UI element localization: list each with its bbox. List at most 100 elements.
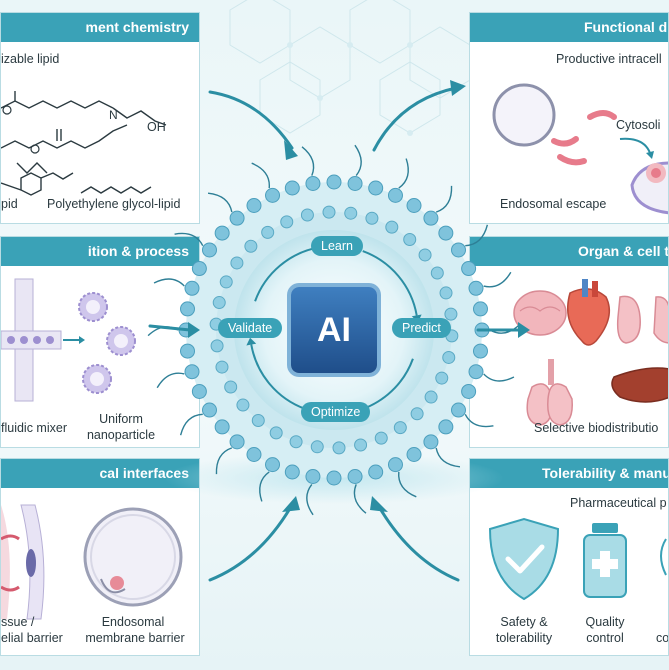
peg-tail xyxy=(179,413,203,436)
lipid-head-outer xyxy=(368,464,384,480)
lung-icon xyxy=(616,295,641,344)
arrow-to-functional-delivery xyxy=(372,86,458,152)
peg-tail xyxy=(251,162,270,189)
quality-label-line1: Quality xyxy=(585,615,625,629)
lipid-head-outer xyxy=(438,225,454,241)
lipid-head-outer xyxy=(423,210,439,226)
lipid-head-inner xyxy=(269,426,283,440)
lipid-head-inner xyxy=(444,307,458,321)
lipid-head-outer xyxy=(387,187,403,203)
cycle-validate: Validate xyxy=(218,318,283,338)
brain-icon xyxy=(513,290,567,336)
lipid-structures-diagram xyxy=(1,91,167,196)
lipid-head-outer xyxy=(184,364,200,380)
peg-tail xyxy=(464,414,494,428)
cycle-optimize: Optimize xyxy=(301,402,371,422)
lipid-head-outer xyxy=(368,180,384,196)
selective-biodistribution-label: Selective biodistributio xyxy=(534,421,659,435)
lipid-head-inner xyxy=(385,220,399,234)
lipid-head-inner xyxy=(439,286,453,300)
lipid-head-outer xyxy=(180,343,196,359)
microfluidic-mixer-diagram xyxy=(1,278,136,402)
nanoparticle-label-line2: nanoparticle xyxy=(86,428,156,442)
arrow-from-lipid-chemistry xyxy=(208,90,294,150)
peg-tail xyxy=(174,232,204,246)
lipid-head-outer xyxy=(265,457,281,473)
lipid-head-inner xyxy=(310,440,324,454)
panel-lipid-chemistry: ment chemistry izable lipid N OH pid Pol… xyxy=(0,12,200,224)
lipid-head-outer xyxy=(347,176,363,192)
cholesterol-lipid-label: pid xyxy=(1,197,18,211)
lipid-head-inner xyxy=(418,248,432,262)
endosomal-escape-diagram xyxy=(492,83,668,215)
peg-tail xyxy=(354,144,362,177)
endosomal-escape-label: Endosomal escape xyxy=(500,197,607,211)
panel-title: ition & process xyxy=(1,237,199,266)
mixer-label: fluidic mixer xyxy=(1,421,67,435)
ionizable-lipid-label: izable lipid xyxy=(1,52,60,66)
lipid-head-inner xyxy=(244,239,258,253)
lipid-head-inner xyxy=(410,407,424,421)
third-label: co xyxy=(656,631,669,645)
hydroxyl-group-label: OH xyxy=(147,120,166,134)
lipid-head-outer xyxy=(201,402,217,418)
lipid-head-outer xyxy=(468,364,484,380)
lipid-head-outer xyxy=(191,261,207,277)
quality-label-line2: control xyxy=(586,631,624,645)
vial-icon xyxy=(592,523,618,533)
lipid-head-inner xyxy=(289,435,303,449)
panel-title: ment chemistry xyxy=(1,13,199,42)
lipid-head-inner xyxy=(219,275,233,289)
lipid-head-outer xyxy=(423,434,439,450)
lipid-head-outer xyxy=(214,225,230,241)
shield-icon xyxy=(488,517,560,601)
lipid-head-outer xyxy=(184,280,200,296)
panel-functional-delivery: Functional d Productive intracell Cytoso… xyxy=(469,12,669,224)
peg-tail xyxy=(398,471,417,498)
lipid-head-inner xyxy=(261,225,275,239)
organs-diagram xyxy=(513,279,668,426)
peg-tail xyxy=(398,158,409,189)
lipid-head-inner xyxy=(215,360,229,374)
ai-label: AI xyxy=(317,311,351,349)
lipid-head-outer xyxy=(305,468,321,484)
cycle-arrow xyxy=(250,344,306,410)
cycle-learn: Learn xyxy=(311,236,363,256)
lipid-head-outer xyxy=(451,242,467,258)
lipid-head-outer xyxy=(472,343,488,359)
lipid-head-inner xyxy=(212,296,226,310)
panel-title: Tolerability & manu xyxy=(470,459,668,488)
lipid-head-inner xyxy=(251,413,265,427)
lipid-head-outer xyxy=(438,419,454,435)
lipid-head-outer xyxy=(305,176,321,192)
productive-intracellular-label: Productive intracell xyxy=(556,52,662,66)
lipid-head-outer xyxy=(387,457,403,473)
lipid-head-outer xyxy=(246,447,262,463)
peg-tail xyxy=(306,483,314,516)
lipid-head-inner xyxy=(224,380,238,394)
peg-tail xyxy=(156,372,185,389)
lipid-head-inner xyxy=(210,339,224,353)
lipid-head-outer xyxy=(468,280,484,296)
panel-organ-cell-targeting: Organ & cell t Selective biodistributio xyxy=(469,236,669,448)
cycle-predict: Predict xyxy=(392,318,451,338)
lipid-head-outer xyxy=(265,187,281,203)
lipid-head-outer xyxy=(326,470,342,486)
peg-tail xyxy=(483,373,515,382)
lipid-head-inner xyxy=(280,215,294,229)
peg-tail xyxy=(435,185,453,213)
lipid-head-inner xyxy=(236,398,250,412)
lipid-head-inner xyxy=(430,266,444,280)
lipid-head-inner xyxy=(322,205,336,219)
tolerability-icons xyxy=(488,517,667,601)
lipid-head-outer xyxy=(451,402,467,418)
liver-icon xyxy=(611,367,668,403)
peg-tail xyxy=(465,224,489,247)
lipid-head-outer xyxy=(229,434,245,450)
lipid-head-inner xyxy=(344,206,358,220)
safety-label-line1: Safety & xyxy=(500,615,548,629)
safety-label-line2: tolerability xyxy=(495,631,553,645)
arrow-from-tolerability xyxy=(376,503,460,582)
peg-tail xyxy=(215,447,233,475)
